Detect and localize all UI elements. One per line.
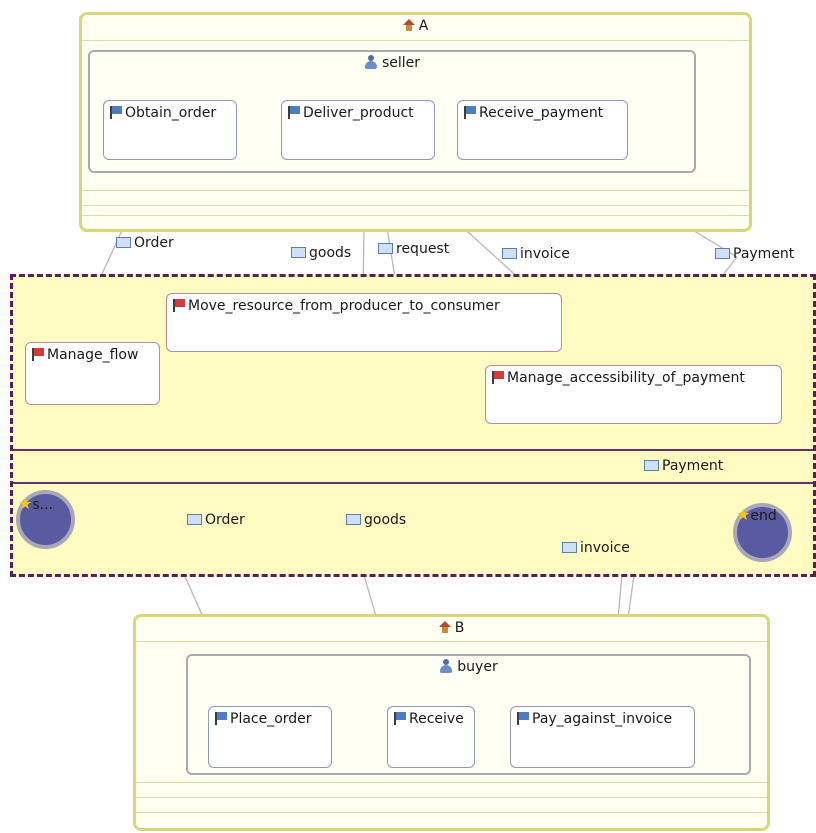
participant-a-header: A (82, 15, 749, 37)
message-goods-bottom[interactable]: goods (346, 511, 406, 529)
message-order-top[interactable]: Order (116, 234, 174, 252)
envelope-icon (346, 514, 361, 525)
task-manage-flow[interactable]: Manage_flow (25, 342, 160, 405)
participant-a-divider-1 (82, 40, 749, 41)
task-deliver-product-label: Deliver_product (303, 105, 414, 121)
participant-b-divider-1 (136, 641, 767, 642)
participant-b-label: B (454, 620, 465, 636)
star-icon: ★ (18, 494, 33, 513)
task-manage-accessibility-label: Manage_accessibility_of_payment (507, 370, 745, 386)
person-icon (439, 659, 453, 673)
role-seller-label: seller (381, 55, 421, 71)
task-receive-payment[interactable]: Receive_payment (457, 100, 628, 160)
task-receive-label: Receive (409, 711, 464, 727)
message-invoice-bottom-label: invoice (580, 540, 630, 556)
envelope-icon (644, 460, 659, 471)
task-obtain-order[interactable]: Obtain_order (103, 100, 237, 160)
role-seller-header: seller (90, 52, 694, 74)
flag-icon (173, 299, 185, 312)
star-icon: ★ (736, 505, 751, 524)
task-obtain-order-label: Obtain_order (125, 105, 217, 121)
task-manage-accessibility-of-payment[interactable]: Manage_accessibility_of_payment (485, 365, 782, 424)
participant-a-divider-2 (82, 190, 749, 191)
flag-icon (394, 712, 406, 725)
message-goods-bottom-label: goods (364, 512, 407, 528)
flag-icon (464, 106, 476, 119)
house-icon (402, 19, 415, 31)
participant-b-header: B (136, 617, 767, 639)
flag-icon (517, 712, 529, 725)
participant-b-divider-2 (136, 782, 767, 783)
participant-a-divider-3 (82, 205, 749, 206)
end-event[interactable] (733, 503, 792, 562)
task-move-resource-label: Move_resource_from_producer_to_consumer (188, 298, 500, 314)
task-move-resource[interactable]: Move_resource_from_producer_to_consumer (166, 293, 562, 352)
start-event[interactable] (16, 490, 75, 549)
collaboration-divider-2 (13, 482, 813, 484)
message-invoice-bottom[interactable]: invoice (562, 539, 630, 557)
message-payment-top[interactable]: Payment (715, 245, 794, 263)
envelope-icon (562, 542, 577, 553)
flag-icon (110, 106, 122, 119)
message-goods-top-label: goods (309, 245, 352, 261)
envelope-icon (502, 248, 517, 259)
message-order-bottom[interactable]: Order (187, 511, 245, 529)
envelope-icon (187, 514, 202, 525)
participant-a-label: A (418, 18, 429, 34)
end-event-label-wrap: ★end (736, 505, 777, 524)
flag-icon (492, 371, 504, 384)
task-receive-payment-label: Receive_payment (479, 105, 604, 121)
role-buyer-label: buyer (457, 659, 498, 675)
start-event-label: s... (32, 497, 53, 513)
end-event-label: end (750, 508, 777, 524)
role-buyer-header: buyer (188, 656, 749, 678)
envelope-icon (715, 248, 730, 259)
flag-icon (215, 712, 227, 725)
participant-b-divider-3 (136, 797, 767, 798)
message-request-label: request (396, 241, 450, 257)
message-invoice-top-label: invoice (520, 246, 570, 262)
message-payment-mid[interactable]: Payment (644, 457, 723, 475)
flag-icon (32, 348, 44, 361)
task-place-order[interactable]: Place_order (208, 706, 332, 768)
collaboration-divider-1 (13, 449, 813, 451)
envelope-icon (378, 243, 393, 254)
participant-a-divider-4 (82, 215, 749, 216)
participant-b-divider-4 (136, 812, 767, 813)
message-payment-top-label: Payment (733, 246, 795, 262)
message-order-bottom-label: Order (205, 512, 245, 528)
house-icon (438, 621, 451, 633)
task-receive[interactable]: Receive (387, 706, 475, 768)
envelope-icon (291, 247, 306, 258)
flag-icon (288, 106, 300, 119)
task-manage-flow-label: Manage_flow (47, 347, 139, 363)
task-deliver-product[interactable]: Deliver_product (281, 100, 435, 160)
start-event-label-wrap: ★s... (18, 494, 53, 513)
message-request[interactable]: request (378, 240, 449, 258)
task-place-order-label: Place_order (230, 711, 312, 727)
message-order-top-label: Order (134, 235, 174, 251)
task-pay-against-invoice[interactable]: Pay_against_invoice (510, 706, 695, 768)
person-icon (364, 55, 378, 69)
message-payment-mid-label: Payment (662, 458, 724, 474)
envelope-icon (116, 237, 131, 248)
task-pay-against-invoice-label: Pay_against_invoice (532, 711, 673, 727)
message-goods-top[interactable]: goods (291, 244, 351, 262)
message-invoice-top[interactable]: invoice (502, 245, 570, 263)
